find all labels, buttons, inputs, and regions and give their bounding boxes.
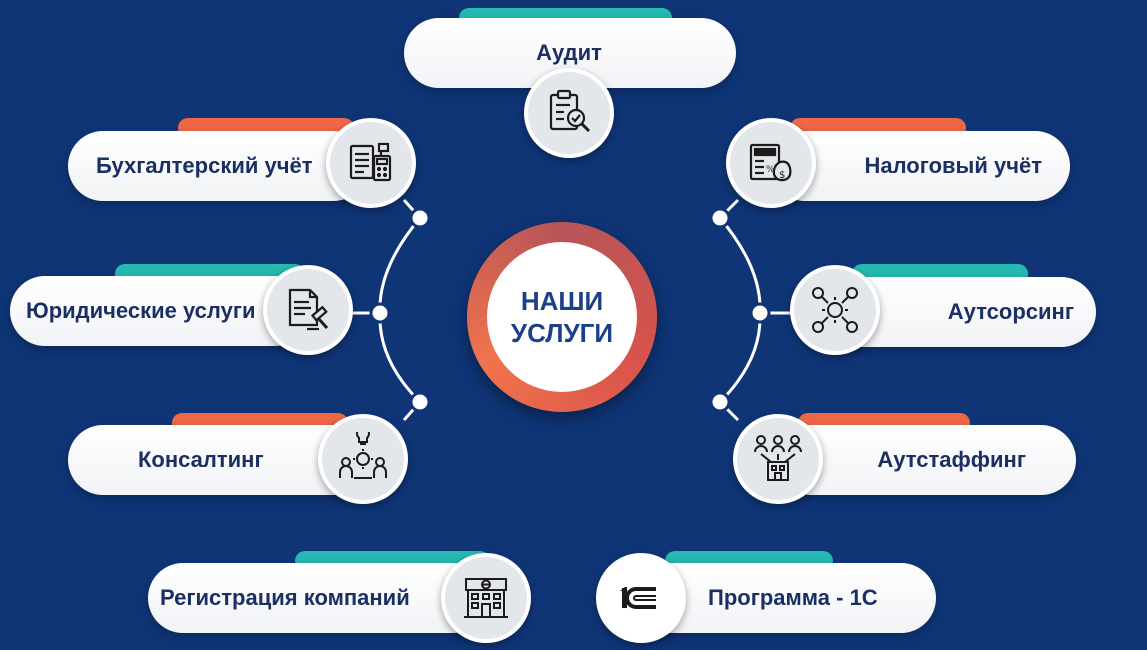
service-label-outstaffing: Аутстаффинг: [776, 425, 1076, 495]
1c-logo-icon: 1C: [596, 553, 686, 643]
service-label-tax: Налоговый учёт: [770, 131, 1070, 201]
service-label-company-registration: Регистрация компаний: [148, 563, 488, 633]
center-inner: НАШИ УСЛУГИ: [487, 242, 637, 392]
connector-node: [409, 207, 431, 229]
tax-form-money-icon: % $: [726, 118, 816, 208]
connector-node: [709, 207, 731, 229]
svg-text:%: %: [766, 165, 775, 175]
service-label-accounting: Бухгалтерский учёт: [68, 131, 368, 201]
svg-text:$: $: [779, 170, 785, 181]
connector-node: [749, 302, 771, 324]
company-building-icon: [441, 553, 531, 643]
legal-document-gavel-icon: [263, 265, 353, 355]
outstaffing-people-building-icon: [733, 414, 823, 504]
consulting-people-idea-icon: [318, 414, 408, 504]
connector-node: [709, 391, 731, 413]
outsourcing-network-icon: [790, 265, 880, 355]
center-title: НАШИ УСЛУГИ: [510, 286, 614, 348]
connector-node: [369, 302, 391, 324]
service-label-legal: Юридические услуги: [10, 276, 310, 346]
connector-node: [409, 391, 431, 413]
accounting-document-calculator-icon: [326, 118, 416, 208]
audit-clipboard-icon: [524, 68, 614, 158]
center-circle: НАШИ УСЛУГИ: [467, 222, 657, 412]
